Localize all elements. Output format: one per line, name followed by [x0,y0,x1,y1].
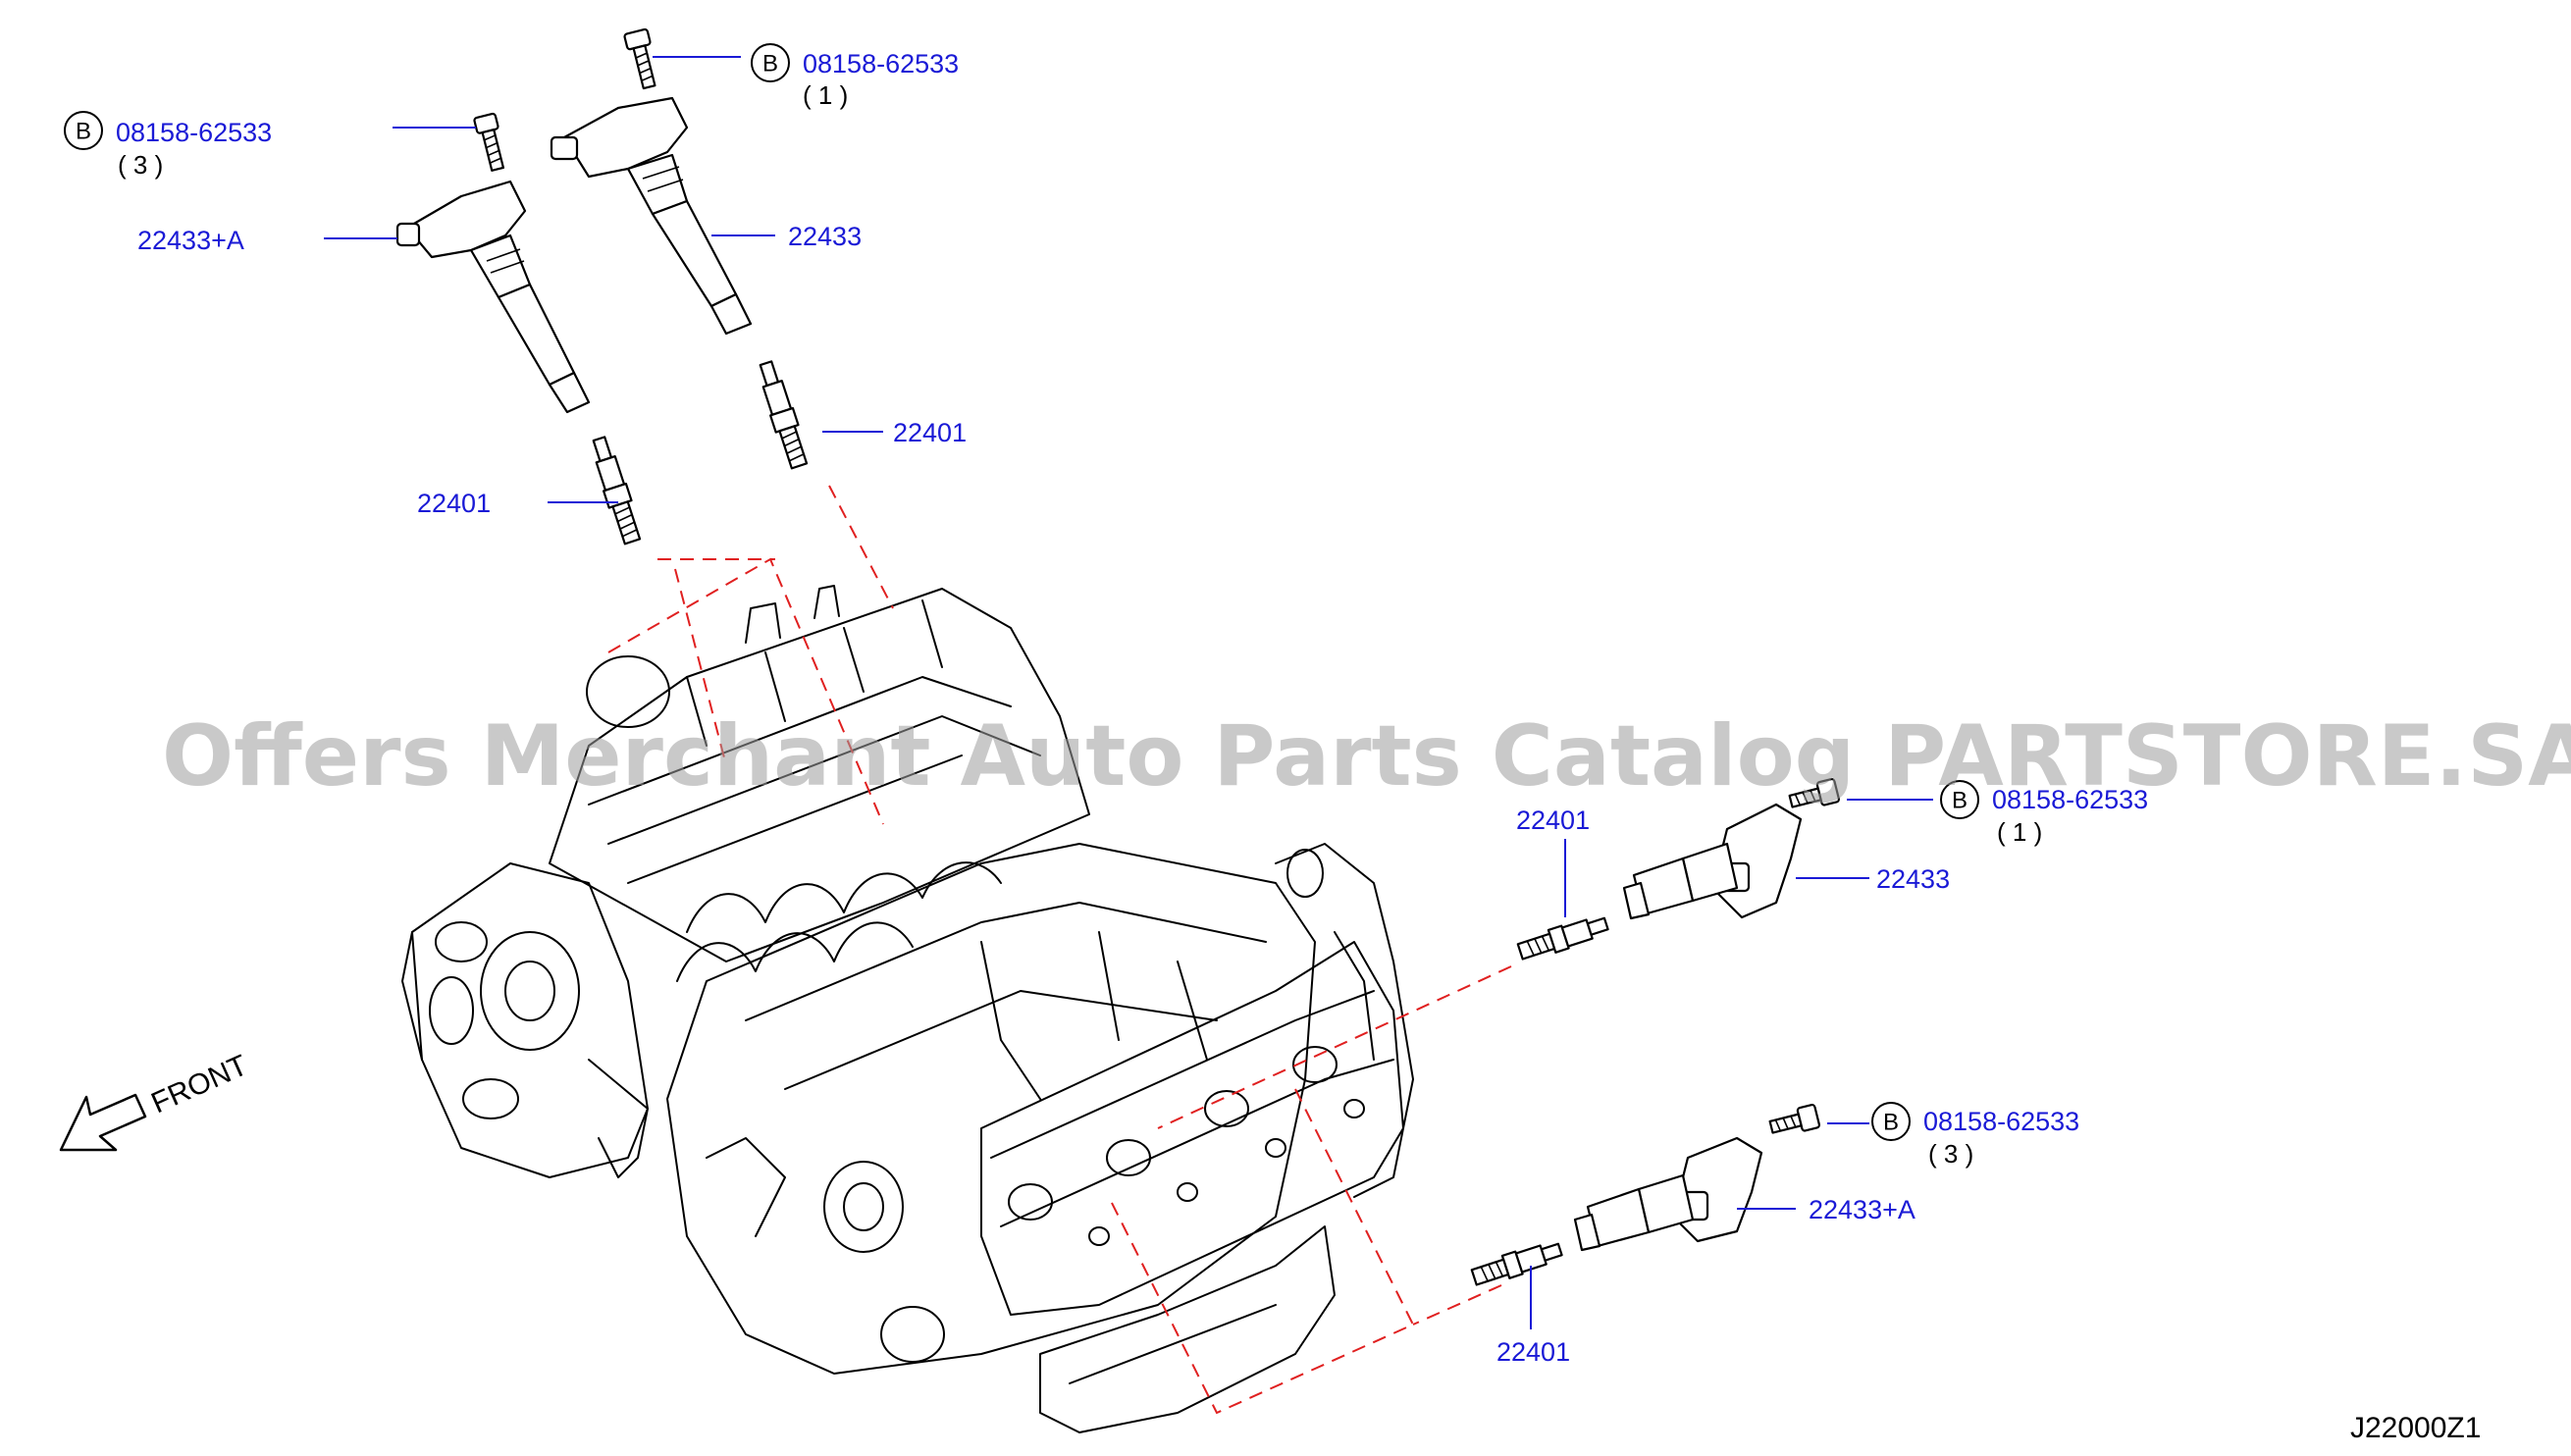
quantity: ( 1 ) [1997,817,2042,847]
alignment-guides [607,485,1512,1415]
quantity: ( 3 ) [1928,1139,1973,1169]
callout-coil-top-left[interactable]: 22433+A [137,226,244,255]
bolt-marker-letter: B [1952,788,1968,814]
ignition-coil-right-upper-icon [1622,803,1803,920]
part-number[interactable]: 08158-62533 [803,49,959,78]
spark-plug-right-upper-icon [1516,916,1609,961]
ignition-coil-right-lower-icon [1573,1136,1763,1252]
ignition-coil-top-center-icon [550,96,753,336]
leader-lines [324,56,1933,1329]
spark-plug-top-left-icon [592,436,642,546]
front-direction-indicator: FRONT [59,1049,252,1152]
bolt-top-center-icon [623,27,656,90]
bolt-marker-icon [1940,780,1979,819]
part-number[interactable]: 08158-62533 [116,118,272,147]
diagram-reference-code: J22000Z1 [2350,1412,2481,1444]
ignition-coil-top-left-icon [395,180,591,414]
callout-bolt-top-left: B 08158-62533 ( 3 ) [64,111,272,180]
quantity: ( 3 ) [118,150,163,180]
watermark-text: Offers Merchant Auto Parts Catalog PARTS… [162,707,2571,806]
callout-plug-top-left[interactable]: 22401 [417,489,491,518]
bolt-right-lower-icon [1768,1103,1821,1134]
callout-bolt-right-upper: B 08158-62533 ( 1 ) [1940,780,2148,847]
spark-plug-right-lower-icon [1470,1242,1563,1286]
engine-block-illustration [401,585,1414,1433]
part-number[interactable]: 08158-62533 [1923,1107,2079,1136]
bolt-marker-letter: B [1883,1110,1899,1136]
callout-coil-right-lower[interactable]: 22433+A [1809,1195,1915,1224]
quantity: ( 1 ) [803,80,848,110]
bolt-right-upper-icon [1788,777,1841,808]
callout-coil-top-center[interactable]: 22433 [788,222,862,251]
bolt-marker-letter: B [76,119,91,145]
callout-plug-right-lower[interactable]: 22401 [1496,1337,1570,1367]
callout-plug-right-upper[interactable]: 22401 [1516,806,1590,835]
bolt-marker-icon [64,111,103,150]
bolt-marker-icon [1871,1102,1911,1141]
part-number[interactable]: 08158-62533 [1992,785,2148,814]
spark-plug-top-center-icon [759,360,809,470]
front-arrow-icon [59,1093,147,1152]
callout-coil-right-upper[interactable]: 22433 [1876,864,1950,894]
front-label: FRONT [146,1049,252,1119]
bolt-top-left-icon [473,112,505,172]
bolt-marker-letter: B [762,51,778,78]
callout-bolt-top-center: B 08158-62533 ( 1 ) [751,43,959,110]
callout-bolt-right-lower: B 08158-62533 ( 3 ) [1871,1102,2079,1169]
bolt-marker-icon [751,43,790,82]
callout-plug-top-center[interactable]: 22401 [893,418,967,447]
